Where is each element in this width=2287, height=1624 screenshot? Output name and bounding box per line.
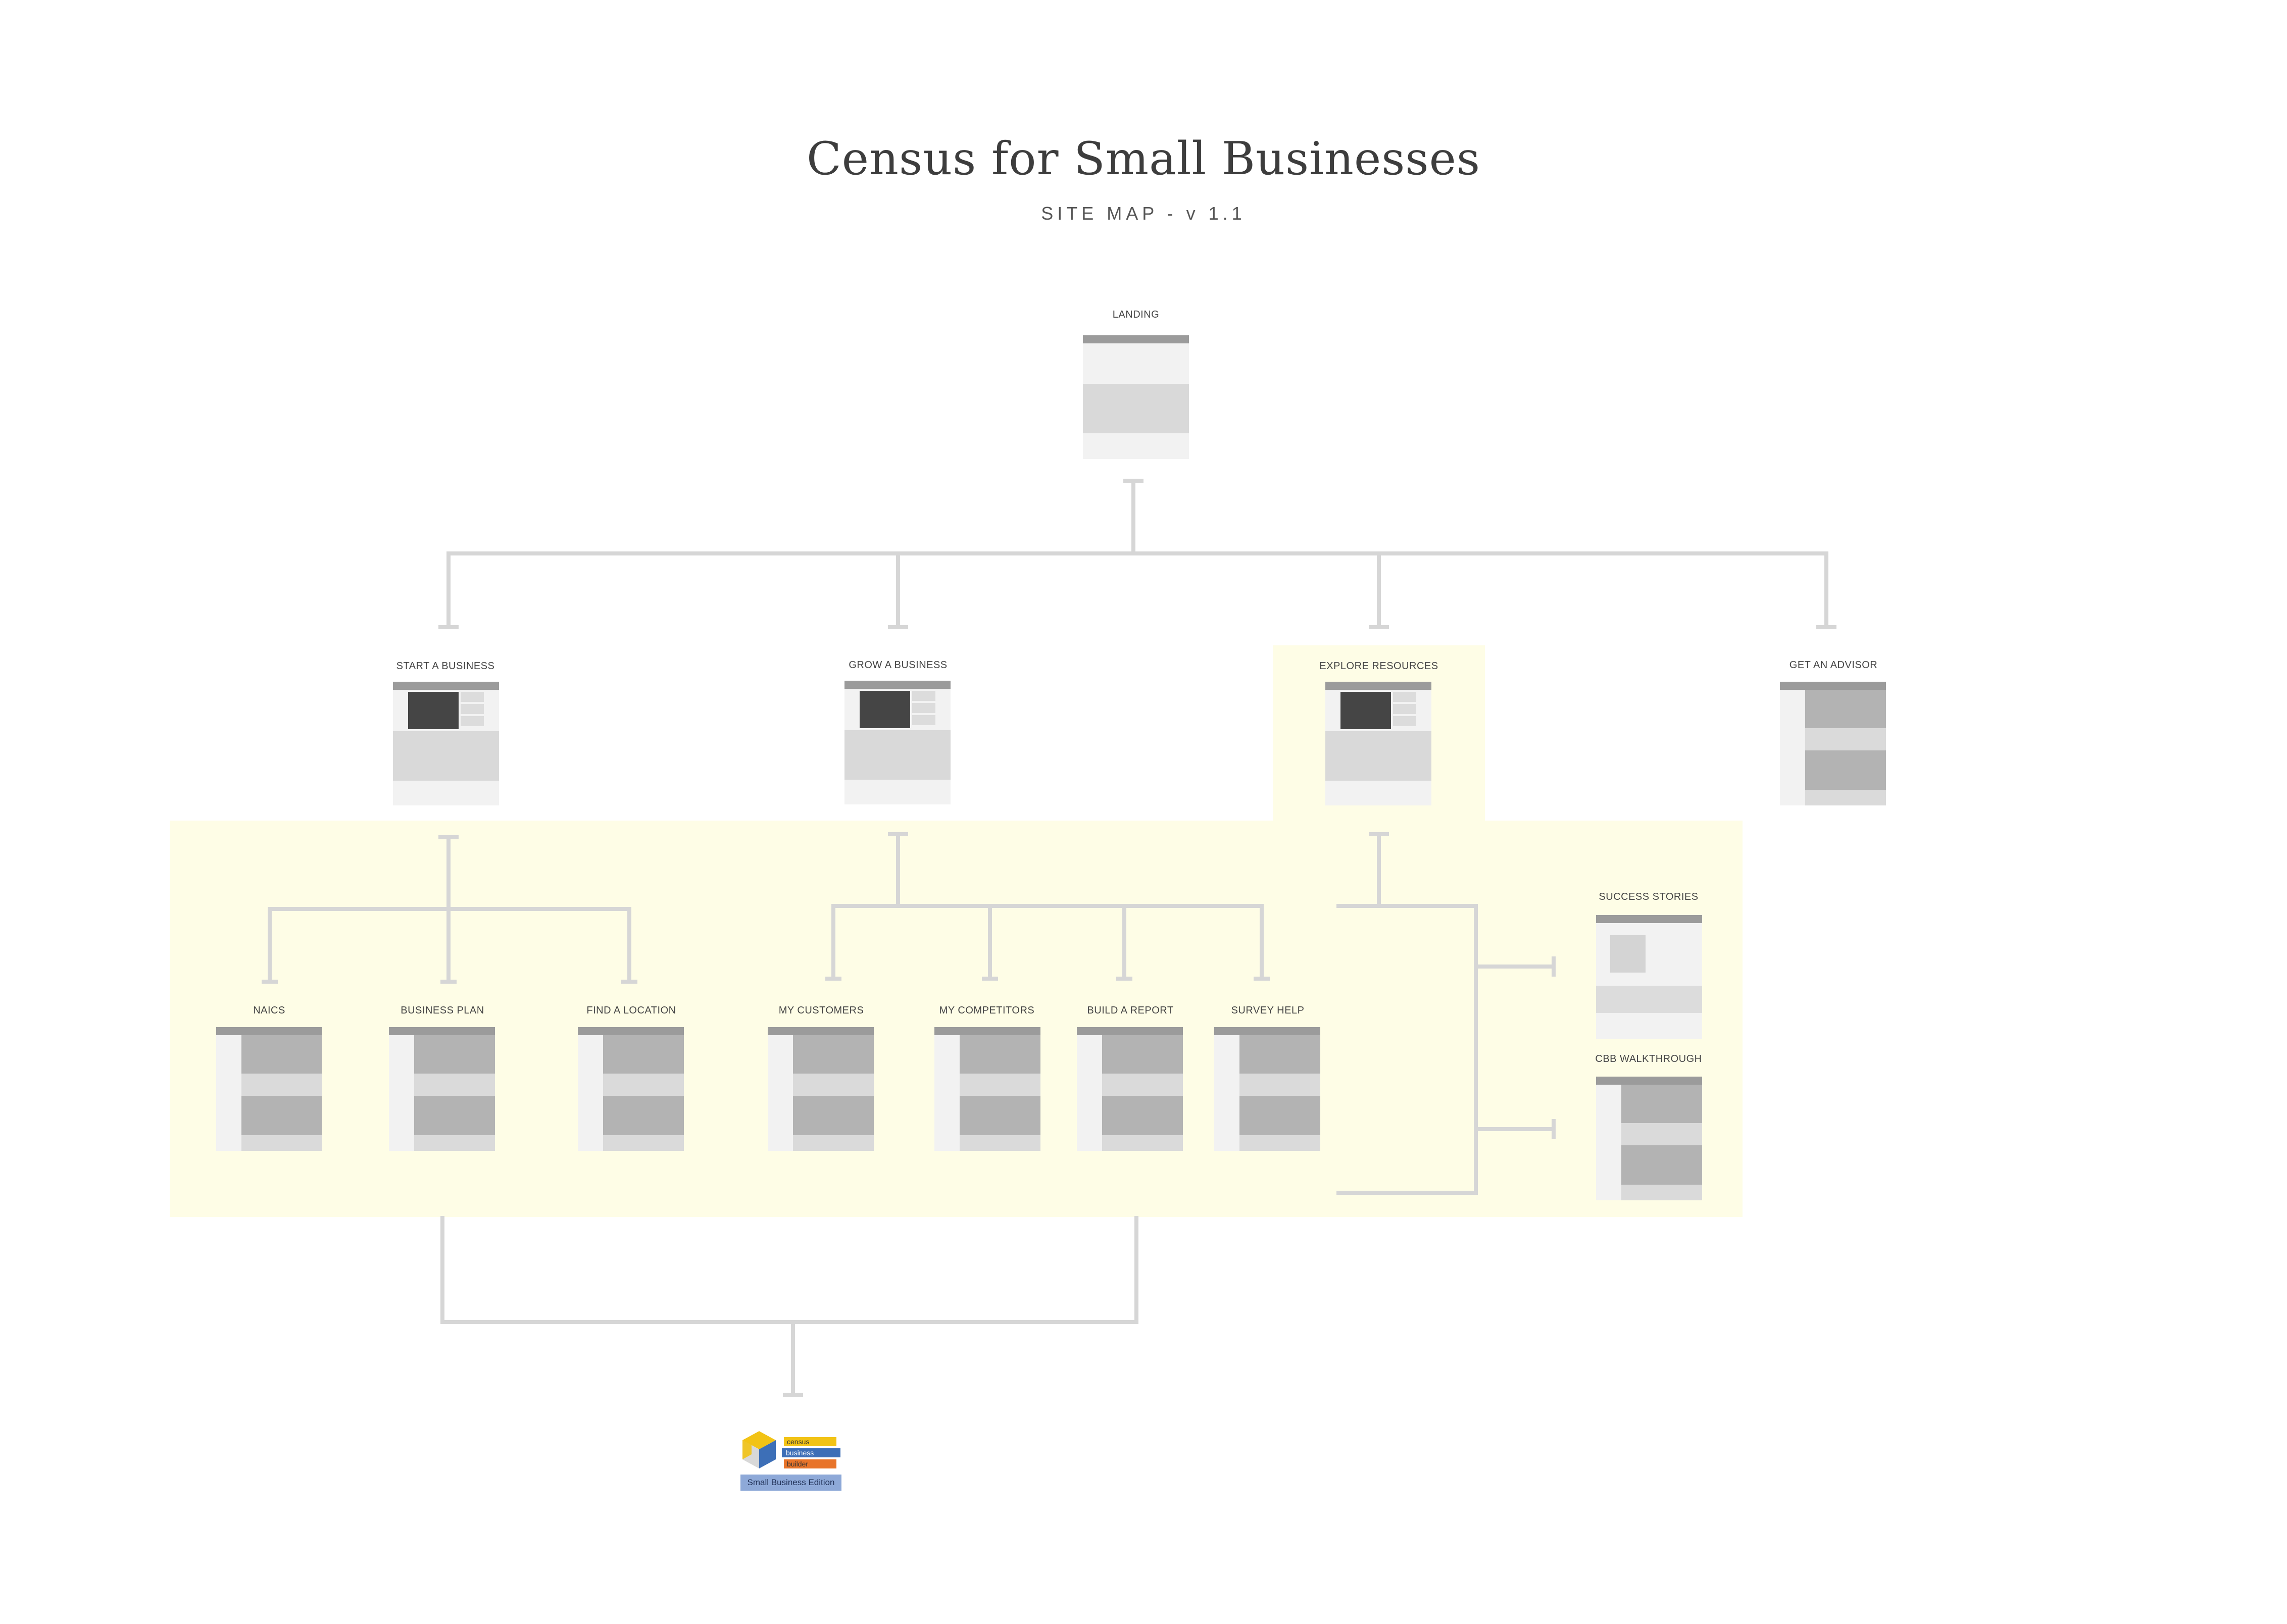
connector-cap	[1254, 977, 1270, 981]
page-subtitle: SITE MAP - v 1.1	[1041, 203, 1246, 224]
connector	[988, 904, 992, 979]
connector	[896, 551, 900, 627]
get-advisor-page-thumbnail[interactable]	[1780, 682, 1886, 805]
explore-resources-page-thumbnail[interactable]	[1325, 682, 1431, 805]
landing-page-thumbnail[interactable]	[1083, 335, 1189, 459]
my-customers-label: MY CUSTOMERS	[778, 1005, 864, 1016]
connector-cap	[1123, 479, 1144, 483]
connector	[1474, 1127, 1555, 1131]
connector	[446, 551, 1828, 555]
connector	[1377, 551, 1381, 627]
connector-cap	[621, 980, 637, 984]
connector	[791, 1320, 795, 1395]
start-business-label: START A BUSINESS	[396, 661, 495, 672]
subpages-highlight	[170, 821, 1743, 1217]
connector-cap	[438, 625, 459, 629]
connector-cap	[783, 1393, 803, 1397]
naics-label: NAICS	[253, 1005, 285, 1016]
logo-word-business: business	[782, 1448, 840, 1457]
find-location-label: FIND A LOCATION	[586, 1005, 676, 1016]
connector-cap	[262, 980, 278, 984]
connector	[896, 832, 900, 908]
grow-business-page-thumbnail[interactable]	[844, 681, 951, 804]
business-plan-page-thumbnail[interactable]	[389, 1027, 495, 1151]
explore-resources-label: EXPLORE RESOURCES	[1319, 661, 1438, 672]
landing-label: LANDING	[1112, 309, 1160, 320]
connector	[1336, 904, 1478, 908]
connector	[268, 907, 272, 982]
cbb-walkthrough-page-thumbnail[interactable]	[1596, 1077, 1702, 1200]
get-advisor-label: GET AN ADVISOR	[1789, 659, 1878, 671]
connector	[1336, 1191, 1478, 1195]
connector	[1131, 480, 1135, 555]
success-stories-page-thumbnail[interactable]	[1596, 915, 1702, 1039]
connector-cap	[1816, 625, 1836, 629]
start-business-page-thumbnail[interactable]	[393, 682, 499, 805]
logo-edition-badge: Small Business Edition	[740, 1475, 841, 1491]
build-report-page-thumbnail[interactable]	[1077, 1027, 1183, 1151]
naics-page-thumbnail[interactable]	[216, 1027, 322, 1151]
build-report-label: BUILD A REPORT	[1087, 1005, 1174, 1016]
connector	[440, 1216, 444, 1324]
connector	[1122, 904, 1126, 979]
cube-icon	[742, 1431, 776, 1468]
connector-cap	[1116, 977, 1132, 981]
my-competitors-page-thumbnail[interactable]	[934, 1027, 1040, 1151]
connector	[831, 904, 1264, 908]
connector	[1474, 904, 1478, 1195]
my-competitors-label: MY COMPETITORS	[939, 1005, 1035, 1016]
connector	[1377, 832, 1381, 908]
find-location-page-thumbnail[interactable]	[578, 1027, 684, 1151]
success-stories-label: SUCCESS STORIES	[1599, 891, 1699, 902]
connector	[1134, 1216, 1138, 1324]
connector	[1474, 965, 1555, 969]
connector	[1824, 551, 1828, 627]
logo-word-builder: builder	[784, 1459, 836, 1468]
connector-cap	[440, 980, 457, 984]
survey-help-page-thumbnail[interactable]	[1214, 1027, 1320, 1151]
logo-word-census: census	[784, 1437, 836, 1446]
connector	[440, 1320, 1138, 1324]
cbb-walkthrough-label: CBB WALKTHROUGH	[1595, 1053, 1702, 1064]
survey-help-label: SURVEY HELP	[1231, 1005, 1305, 1016]
connector	[831, 904, 835, 979]
connector	[627, 907, 631, 982]
grow-business-label: GROW A BUSINESS	[849, 659, 948, 671]
connector-cap	[1552, 1119, 1556, 1139]
business-plan-label: BUSINESS PLAN	[401, 1005, 484, 1016]
connector-cap	[1369, 625, 1389, 629]
connector	[1260, 904, 1264, 979]
connector-cap	[888, 625, 908, 629]
connector-cap	[825, 977, 841, 981]
page-title: Census for Small Businesses	[806, 132, 1481, 185]
my-customers-page-thumbnail[interactable]	[768, 1027, 874, 1151]
connector-cap	[982, 977, 998, 981]
census-business-builder-logo: census business builder Small Business E…	[740, 1430, 841, 1493]
connector	[446, 551, 451, 627]
connector-cap	[1552, 956, 1556, 977]
connector	[268, 907, 631, 911]
